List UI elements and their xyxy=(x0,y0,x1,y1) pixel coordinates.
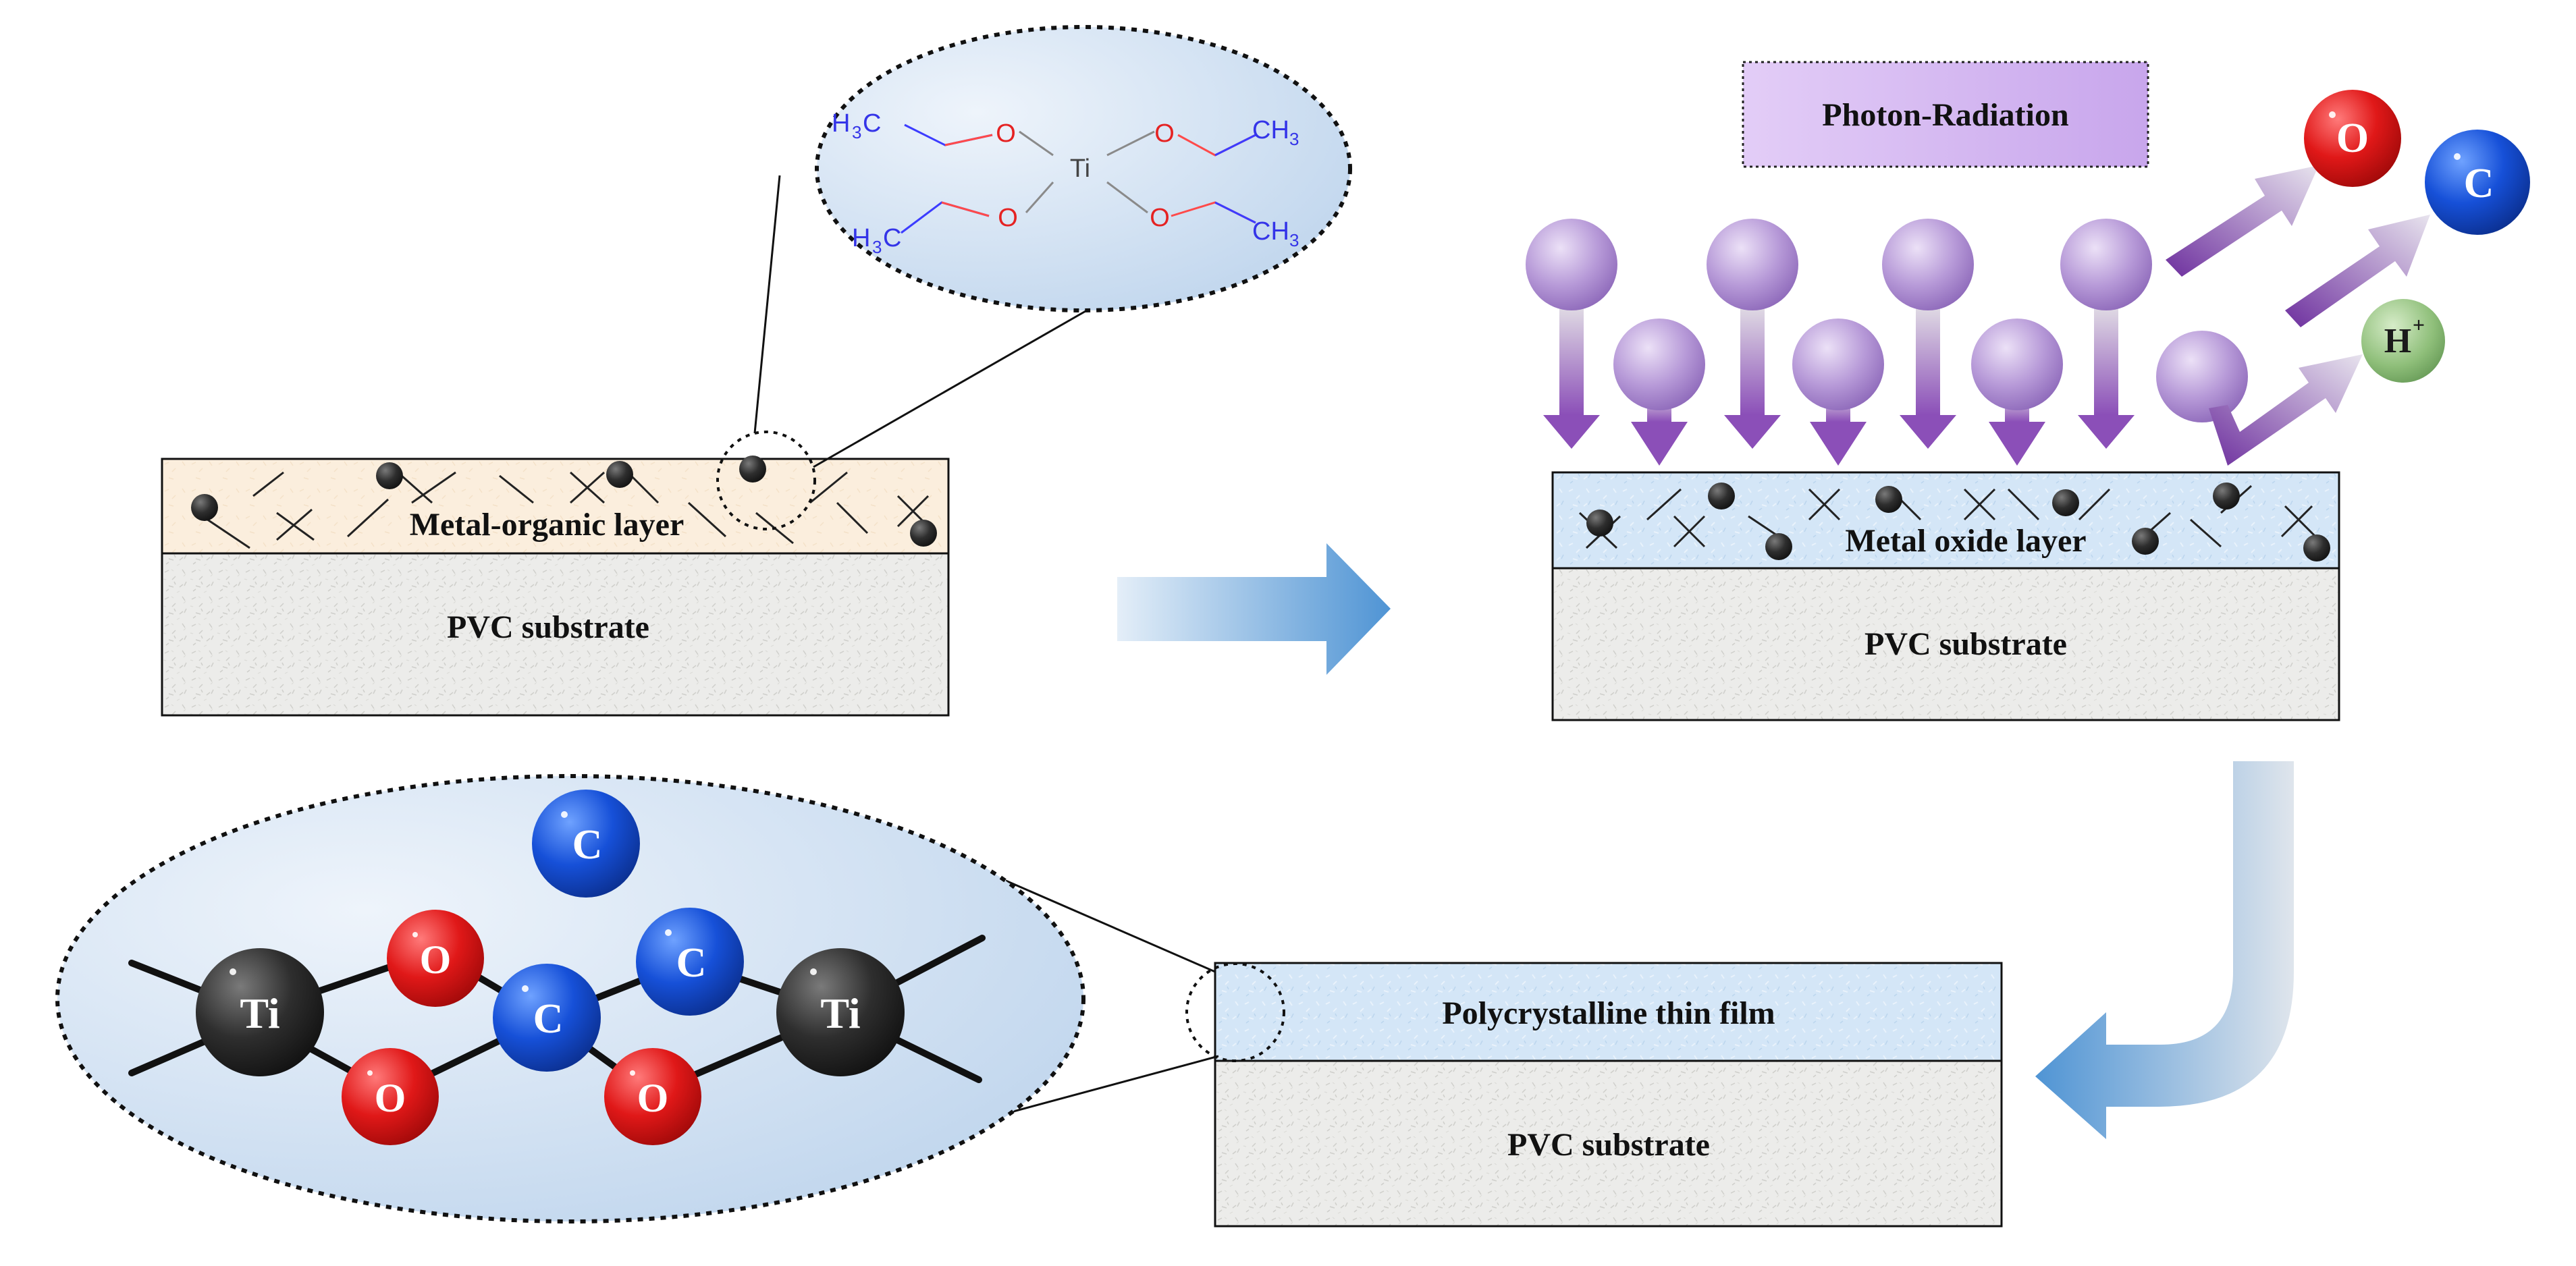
film-zoom: Ti Ti O O O C xyxy=(55,774,1285,1223)
svg-text:C: C xyxy=(863,109,881,138)
mol-o-1: O xyxy=(996,119,1016,148)
svg-text:H: H xyxy=(2384,322,2411,360)
mol-o-4: O xyxy=(1150,204,1170,232)
step1-metal-organic-layer xyxy=(161,458,950,555)
film-structure: Ti Ti O O O C xyxy=(128,790,986,1145)
svg-text:3: 3 xyxy=(1289,230,1299,250)
photon-arrows xyxy=(1543,297,2135,466)
step2-top-layer-label: Metal oxide layer xyxy=(1845,523,2086,559)
film-c-atom-center: C xyxy=(493,964,601,1072)
process-arrow-right xyxy=(1117,543,1391,675)
step3-substrate xyxy=(1214,1059,2003,1228)
photon-spheres xyxy=(1526,219,2248,422)
released-species: O C H + xyxy=(2304,90,2530,383)
precursor-zoom: Ti O O O O H 3 C H 3 C CH 3 CH 3 xyxy=(716,25,1352,530)
svg-text:O: O xyxy=(637,1076,669,1120)
released-oxygen-atom: O xyxy=(2304,90,2401,187)
svg-text:C: C xyxy=(676,940,707,986)
step2-metal-atoms xyxy=(1586,483,2330,561)
release-arrows xyxy=(2166,165,2430,466)
svg-text:C: C xyxy=(883,224,901,252)
step1-stack: Metal-organic layer PVC substrate xyxy=(161,456,950,717)
mol-methyl-1: H 3 C xyxy=(832,109,881,142)
svg-text:+: + xyxy=(2413,312,2425,337)
svg-text:Ti: Ti xyxy=(240,989,279,1037)
mol-methyl-3: CH 3 xyxy=(1252,116,1299,149)
step3-substrate-label: PVC substrate xyxy=(1507,1127,1710,1163)
svg-text:3: 3 xyxy=(1289,129,1299,149)
step1-top-layer-label: Metal-organic layer xyxy=(410,507,685,543)
photons xyxy=(1526,219,2248,466)
precursor-molecule: Ti O O O O H 3 C H 3 C CH 3 CH 3 xyxy=(832,109,1299,257)
photon-radiation-label: Photon-Radiation xyxy=(1822,97,2068,133)
film-zoom-circle xyxy=(1185,962,1285,1062)
mol-methyl-4: CH 3 xyxy=(1252,217,1299,250)
film-o-atom-2: O xyxy=(342,1048,439,1145)
process-arrow-curved xyxy=(2035,761,2294,1139)
svg-text:3: 3 xyxy=(852,122,861,142)
step2-stack: Metal oxide layer PVC substrate xyxy=(1551,471,2340,721)
step2-substrate xyxy=(1551,567,2340,721)
svg-text:3: 3 xyxy=(872,237,882,257)
svg-text:CH: CH xyxy=(1252,217,1289,246)
svg-text:C: C xyxy=(2464,161,2494,207)
step1-substrate-label: PVC substrate xyxy=(447,609,649,645)
svg-text:C: C xyxy=(572,822,603,868)
released-carbon-atom: C xyxy=(2425,130,2530,235)
atom-highlights xyxy=(230,111,2461,1076)
photon-radiation-label-box: Photon-Radiation xyxy=(1742,61,2149,168)
svg-text:Ti: Ti xyxy=(820,989,860,1037)
svg-text:O: O xyxy=(2336,115,2369,161)
mol-ti: Ti xyxy=(1070,155,1090,183)
svg-text:H: H xyxy=(832,109,850,138)
released-hydrogen-ion: H + xyxy=(2361,299,2445,383)
step2-metal-oxide-layer xyxy=(1551,471,2340,570)
svg-text:O: O xyxy=(420,937,452,982)
step3-polycrystalline-film xyxy=(1214,962,2003,1062)
zoom-circle xyxy=(716,431,816,530)
step1-substrate xyxy=(161,552,950,717)
film-c-atom-upper: C xyxy=(636,908,744,1016)
film-c-atom-free: C xyxy=(532,790,640,898)
film-o-atom-3: O xyxy=(604,1048,701,1145)
film-ti-atom-right: Ti xyxy=(776,948,905,1076)
svg-text:C: C xyxy=(533,996,564,1042)
mol-o-3: O xyxy=(998,204,1018,232)
step3-stack: Polycrystalline thin film PVC substrate xyxy=(1214,962,2003,1228)
mol-o-2: O xyxy=(1154,119,1175,148)
svg-text:O: O xyxy=(375,1076,406,1120)
molecule-bubble xyxy=(815,25,1352,312)
film-ti-atom-left: Ti xyxy=(196,948,324,1076)
step2-substrate-label: PVC substrate xyxy=(1864,626,2067,662)
svg-text:CH: CH xyxy=(1252,116,1289,144)
svg-text:H: H xyxy=(852,224,870,252)
step3-top-layer-label: Polycrystalline thin film xyxy=(1442,995,1775,1031)
step1-metal-atoms xyxy=(191,456,937,547)
film-o-atom-1: O xyxy=(387,910,484,1007)
mol-methyl-2: H 3 C xyxy=(852,224,901,257)
